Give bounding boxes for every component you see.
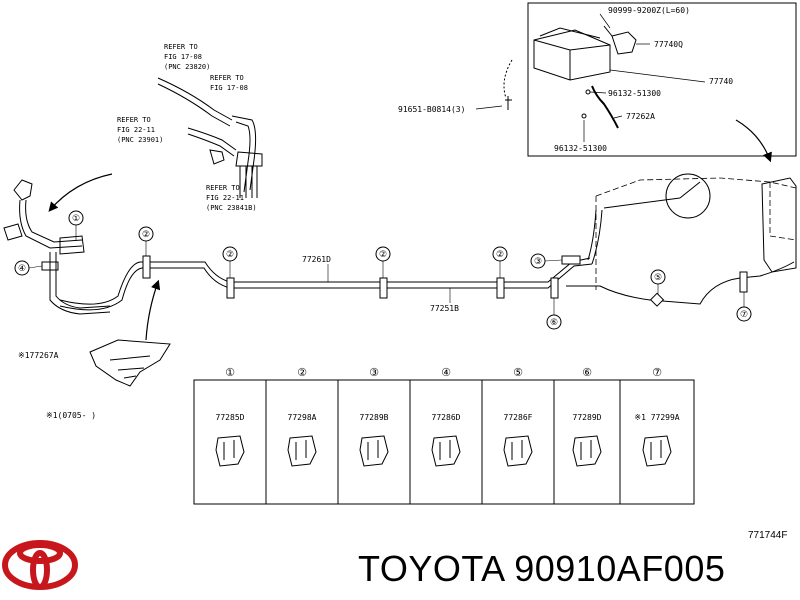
tube-clips bbox=[142, 255, 748, 307]
clip-table-number: ⑥ bbox=[582, 366, 592, 379]
figure-code: 771744F bbox=[748, 530, 788, 541]
svg-text:②: ② bbox=[226, 250, 234, 260]
clip-part-number: 77286D bbox=[432, 413, 461, 422]
part-96132-a: 96132-51300 bbox=[608, 89, 661, 98]
callout-circles: ① ② ② ② ② ③ ④ ⑤ ⑥ ⑦ bbox=[14, 210, 752, 330]
clip-part-number: 77298A bbox=[288, 413, 317, 422]
clip-table-number: ⑦ bbox=[652, 366, 662, 379]
clip-table: ① 77285D ② 77298A ③ 77289B ④ 77286D ⑤ 77286F ⑥ 7728… bbox=[193, 366, 695, 505]
clip-part-number: 77285D bbox=[216, 413, 245, 422]
refer-callout-2: REFER TO FIG 17-08 bbox=[210, 74, 248, 92]
svg-text:②: ② bbox=[496, 250, 504, 260]
svg-text:①: ① bbox=[72, 214, 80, 224]
callout-2-b: ② bbox=[222, 246, 238, 278]
fuel-pump-and-filler bbox=[603, 173, 797, 273]
footnote-1: ※1(0705- ) bbox=[46, 411, 96, 420]
clip-drawing bbox=[572, 435, 602, 467]
part-77740q: 77740Q bbox=[654, 40, 683, 49]
clip-drawing bbox=[642, 435, 672, 467]
svg-text:FIG 22-11: FIG 22-11 bbox=[206, 194, 244, 202]
clip-drawing bbox=[359, 435, 389, 467]
clip-table-number: ⑤ bbox=[513, 366, 523, 379]
svg-text:REFER TO: REFER TO bbox=[210, 74, 244, 82]
svg-text:REFER TO: REFER TO bbox=[206, 184, 240, 192]
svg-text:REFER TO: REFER TO bbox=[117, 116, 151, 124]
callout-1-top: ① bbox=[68, 210, 84, 240]
callout-2-d: ② bbox=[492, 246, 508, 278]
protector-77267a-drawing bbox=[89, 339, 171, 387]
svg-text:(PNC 23841B): (PNC 23841B) bbox=[206, 204, 257, 212]
svg-text:⑤: ⑤ bbox=[654, 273, 662, 283]
callout-7: ⑦ bbox=[736, 292, 752, 322]
svg-text:FIG 17-08: FIG 17-08 bbox=[210, 84, 248, 92]
part-77261d: 77261D bbox=[302, 255, 331, 264]
clip-table-number: ② bbox=[297, 366, 307, 379]
clip-table-number: ① bbox=[225, 366, 235, 379]
refer-callout-3: REFER TO FIG 22-11 (PNC 23901) bbox=[117, 116, 163, 144]
svg-text:③: ③ bbox=[534, 257, 542, 267]
svg-text:②: ② bbox=[142, 230, 150, 240]
upper-hoses bbox=[157, 77, 263, 198]
clip-part-number: ※1 77299A bbox=[634, 413, 679, 422]
svg-text:FIG 22-11: FIG 22-11 bbox=[117, 126, 155, 134]
part-90999: 90999-9200Z(L=60) bbox=[608, 6, 690, 15]
refer-callout-4: REFER TO FIG 22-11 (PNC 23841B) bbox=[206, 184, 257, 212]
refer-callout-1: REFER TO FIG 17-08 (PNC 23820) bbox=[164, 43, 210, 71]
main-fuel-tubes bbox=[59, 209, 795, 311]
part-77262a: 77262A bbox=[626, 112, 655, 121]
callout-3: ③ bbox=[530, 253, 563, 269]
protector-arrow bbox=[145, 279, 161, 341]
clip-drawing bbox=[431, 435, 461, 467]
filler-arrow bbox=[48, 173, 113, 212]
svg-text:⑦: ⑦ bbox=[740, 310, 748, 320]
callout-5: ⑤ bbox=[650, 269, 666, 294]
clip-drawing bbox=[287, 435, 317, 467]
callout-2-a: ② bbox=[138, 226, 154, 256]
fuel-tank-outline bbox=[595, 177, 797, 290]
part-91651: 91651-B0814(3) bbox=[398, 105, 465, 114]
clip-table-number: ③ bbox=[369, 366, 379, 379]
svg-text:FIG 17-08: FIG 17-08 bbox=[164, 53, 202, 61]
filler-neck-assembly bbox=[3, 179, 111, 315]
clip-drawing bbox=[503, 435, 533, 467]
callout-4: ④ bbox=[14, 260, 43, 276]
svg-text:②: ② bbox=[379, 250, 387, 260]
svg-text:(PNC 23901): (PNC 23901) bbox=[117, 136, 163, 144]
clip-part-number: 77286F bbox=[504, 413, 533, 422]
clip-part-number: 77289D bbox=[573, 413, 602, 422]
toyota-logo bbox=[2, 540, 78, 590]
callout-2-c: ② bbox=[375, 246, 391, 278]
svg-text:④: ④ bbox=[18, 264, 26, 274]
clip-part-number: 77289B bbox=[360, 413, 389, 422]
svg-text:⑥: ⑥ bbox=[550, 318, 558, 328]
clip-drawing bbox=[215, 435, 245, 467]
inset-arrow bbox=[735, 119, 772, 163]
part-77267a: ※177267A bbox=[18, 351, 59, 360]
canister-drawing bbox=[503, 25, 637, 129]
clip-table-number: ④ bbox=[441, 366, 451, 379]
canister-inset-box bbox=[527, 2, 797, 157]
part-96132-b: 96132-51300 bbox=[554, 144, 607, 153]
brand-part-number: TOYOTA 90910AF005 bbox=[358, 548, 726, 589]
part-77251b: 77251B bbox=[430, 304, 459, 313]
svg-text:(PNC 23820): (PNC 23820) bbox=[164, 63, 210, 71]
svg-text:REFER TO: REFER TO bbox=[164, 43, 198, 51]
inset-leaders bbox=[475, 13, 706, 142]
part-77740: 77740 bbox=[709, 77, 733, 86]
callout-6: ⑥ bbox=[546, 298, 562, 330]
